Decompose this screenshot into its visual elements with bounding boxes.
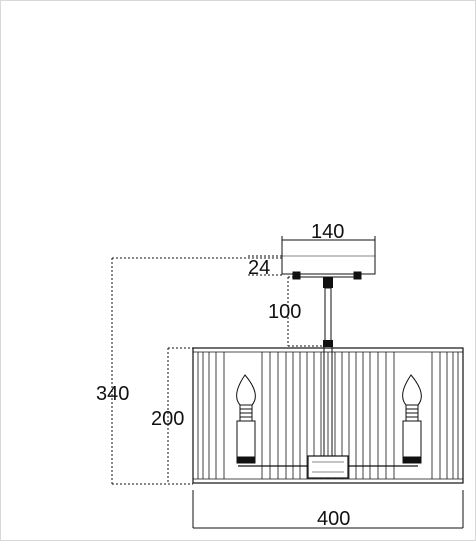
shade-height-label: 200	[151, 408, 184, 430]
canopy-height-dimension	[248, 255, 282, 276]
canopy-width-dimension	[281, 236, 376, 244]
total-height-dimension	[111, 257, 282, 485]
left-candle-bulb	[236, 374, 256, 464]
shade-width-dimension	[192, 490, 464, 529]
canopy-width-label: 140	[311, 221, 344, 243]
lamp-shade	[192, 347, 464, 484]
ceiling-canopy	[281, 239, 376, 280]
stem-rod	[323, 277, 333, 347]
stem-length-label: 100	[268, 301, 301, 323]
stem-length-dimension	[287, 276, 323, 347]
shade-height-dimension	[167, 347, 193, 484]
total-height-label: 340	[96, 383, 129, 405]
canopy-height-label: 24	[248, 257, 270, 279]
shade-width-label: 400	[317, 508, 350, 530]
right-candle-bulb	[402, 374, 422, 464]
